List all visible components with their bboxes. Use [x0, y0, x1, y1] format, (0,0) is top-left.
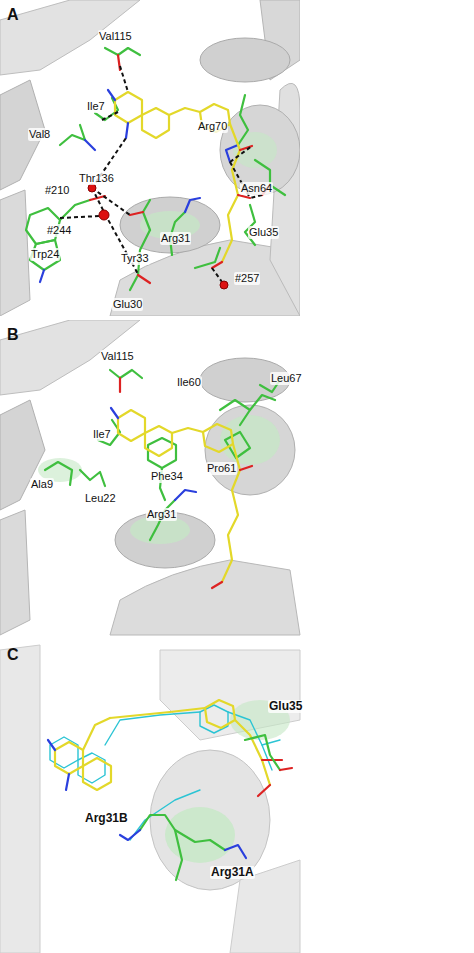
residue-label: Trp24: [30, 248, 60, 261]
residue-label: Arg31A: [210, 866, 255, 879]
panel-letter: C: [6, 646, 20, 664]
residue-label: Asn64: [240, 182, 273, 195]
panel-a-cartoon: [0, 0, 474, 316]
panel-b-sticks: [45, 370, 280, 588]
panel-c-cartoon: [0, 638, 474, 953]
residue-label: Arg31: [146, 508, 177, 521]
residue-label: Val8: [28, 128, 51, 141]
panel-letter: A: [6, 6, 20, 24]
panel-c-sticks: [48, 700, 292, 880]
panel-letter: B: [6, 326, 20, 344]
water-label: #210: [44, 184, 70, 197]
water-molecules: [88, 184, 228, 289]
residue-label: Arg70: [197, 120, 228, 133]
residue-label: Pro61: [206, 462, 237, 475]
residue-label: Arg31: [160, 232, 191, 245]
residue-label: Val115: [98, 30, 133, 43]
water-label: #257: [234, 272, 260, 285]
residue-label: Ile7: [92, 428, 112, 441]
water-label: #244: [46, 224, 72, 237]
residue-label: Thr136: [78, 172, 115, 185]
residue-label: Ile60: [176, 376, 202, 389]
residue-label: Val115: [100, 350, 135, 363]
panel-b-cartoon: [0, 318, 474, 635]
residue-label: Ile7: [86, 100, 106, 113]
hydrogen-bonds: [60, 66, 262, 282]
residue-label: Glu35: [268, 700, 303, 713]
residue-label: Arg31B: [84, 812, 129, 825]
panel-a-sticks: [26, 48, 285, 290]
residue-label: Ala9: [30, 478, 54, 491]
residue-label: Glu35: [248, 226, 279, 239]
residue-label: Tyr33: [120, 252, 150, 265]
residue-label: Leu67: [270, 372, 303, 385]
residue-label: Glu30: [112, 298, 143, 311]
residue-label: Phe34: [150, 470, 184, 483]
residue-label: Leu22: [84, 492, 117, 505]
